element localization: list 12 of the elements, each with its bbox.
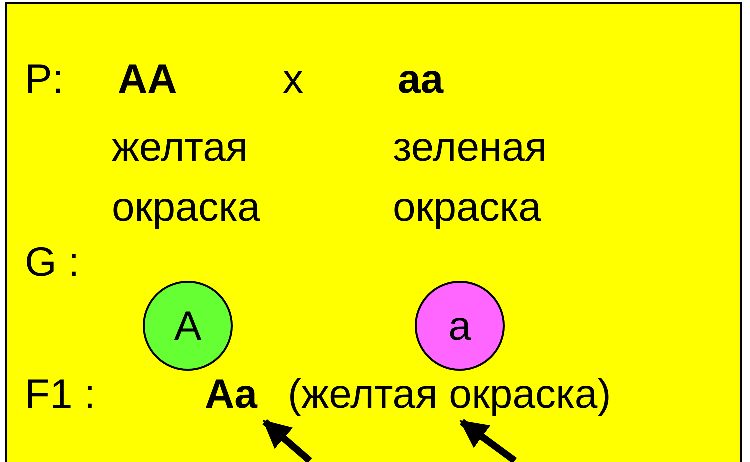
genotype-text: Aa bbox=[205, 370, 258, 418]
arrow bbox=[460, 419, 518, 462]
label-text: P: bbox=[25, 55, 64, 103]
label-text: F1 : bbox=[25, 370, 96, 418]
label-text: зеленая окраска bbox=[393, 123, 548, 232]
arrow bbox=[262, 419, 312, 462]
label-text: желтая окраска bbox=[112, 123, 262, 232]
label-text: x bbox=[283, 55, 304, 103]
phenotype-text: (желтая окраска) bbox=[288, 370, 612, 418]
label-text: aa bbox=[398, 55, 444, 103]
label-text: G : bbox=[25, 238, 80, 286]
label-text: AA bbox=[118, 55, 178, 103]
